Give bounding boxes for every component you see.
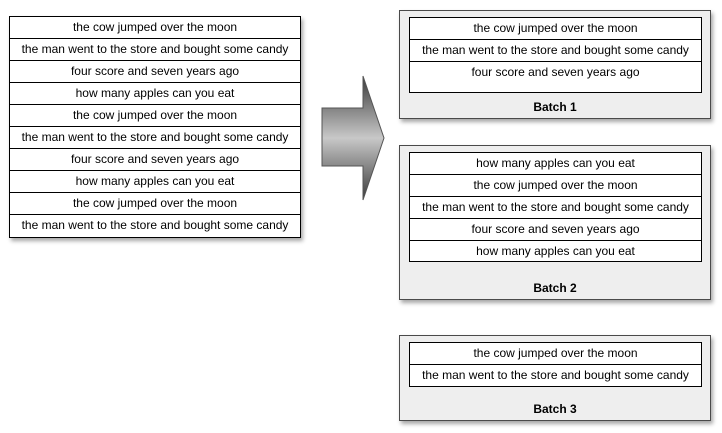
batch-1-title: Batch 1 [533,100,577,114]
source-row: the cow jumped over the moon [10,105,300,127]
source-row: the man went to the store and bought som… [10,127,300,149]
batch-row: the cow jumped over the moon [410,175,701,197]
batch-row: four score and seven years ago [471,65,640,79]
batch-row: how many apples can you eat [476,244,635,258]
source-row: how many apples can you eat [10,83,300,105]
source-row: the man went to the store and bought som… [10,39,300,61]
batch-row: the cow jumped over the moon [410,343,701,365]
batch-row: the cow jumped over the moon [410,18,701,40]
batch-row: the man went to the store and bought som… [410,40,701,62]
batch-row: four score and seven years ago [410,219,701,241]
batch-2-title: Batch 2 [533,281,577,295]
batch-row: the man went to the store and bought som… [410,197,701,219]
arrow-shape [321,75,385,201]
batch-3-record-list: the cow jumped over the moon the man wen… [409,342,702,387]
source-row: four score and seven years ago [10,149,300,171]
source-row: the cow jumped over the moon [10,193,300,215]
batch-row: the man went to the store and bought som… [422,368,689,382]
batch-1-box: the cow jumped over the moon the man wen… [399,10,711,119]
source-row: four score and seven years ago [10,61,300,83]
batch-2-record-list: how many apples can you eat the cow jump… [409,152,702,262]
batch-row: how many apples can you eat [410,153,701,175]
source-row: how many apples can you eat [10,171,300,193]
batch-2-box: how many apples can you eat the cow jump… [399,145,711,300]
source-record-list: the cow jumped over the moon the man wen… [9,16,301,238]
source-row: the man went to the store and bought som… [21,218,289,232]
batch-1-record-list: the cow jumped over the moon the man wen… [409,17,702,93]
source-row: the cow jumped over the moon [10,17,300,39]
batch-3-title: Batch 3 [533,402,577,416]
batch-3-box: the cow jumped over the moon the man wen… [399,335,711,421]
right-arrow-icon [321,75,385,201]
